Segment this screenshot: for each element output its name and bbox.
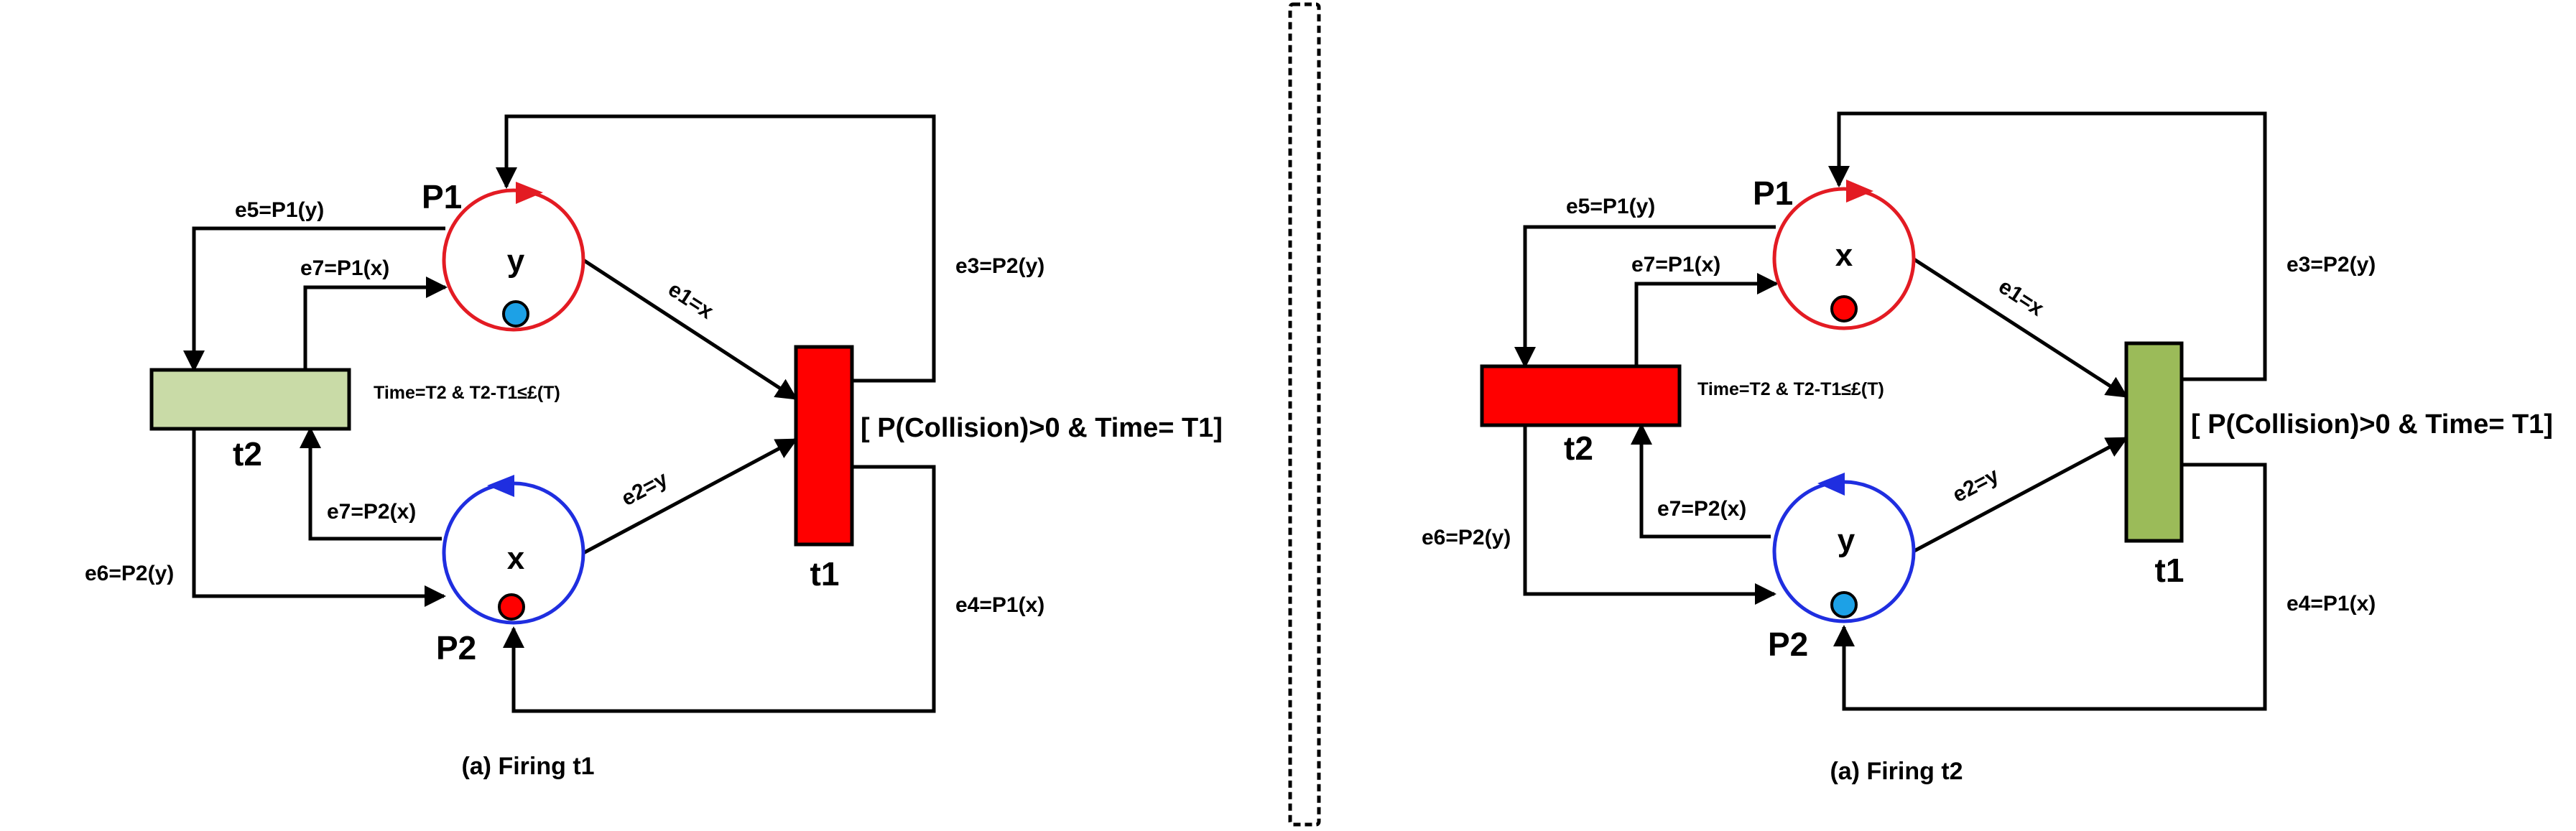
edge-label-e6: e6=P2(y)	[1422, 526, 1511, 549]
arc-e4	[503, 465, 936, 713]
arc-e6	[1523, 425, 1776, 605]
transition-t1	[2124, 341, 2184, 543]
edge-label-e4: e4=P1(x)	[2287, 592, 2376, 616]
transition-t1	[794, 345, 854, 547]
p1-token	[502, 300, 529, 328]
panel-caption: (a) Firing t1	[461, 753, 594, 780]
place-p1-name: P1	[1753, 175, 1793, 212]
panel-firing-t2: x P1 y P2 t2 Time=T2 & T2-T1≤£(T) t1 [ P…	[1422, 111, 2553, 785]
guard-t2: Time=T2 & T2-T1≤£(T)	[374, 383, 560, 403]
transition-t2	[1480, 364, 1682, 427]
arc-e2	[582, 437, 798, 555]
p2-direction-arrowhead	[1817, 473, 1845, 496]
edge-label-e2: e2=y	[1949, 463, 2003, 507]
place-p1-name: P1	[422, 178, 462, 215]
arc-e5	[183, 226, 445, 372]
transition-t2	[149, 368, 351, 431]
p2-token	[1830, 591, 1858, 618]
place-p2-var: y	[1838, 523, 1855, 558]
edge-label-e7-top: e7=P1(x)	[300, 256, 389, 280]
edge-label-e2: e2=y	[618, 467, 672, 511]
arc-e6	[192, 429, 446, 607]
edge-label-e1: e1=x	[1994, 274, 2048, 321]
panel-caption: (a) Firing t2	[1830, 758, 1963, 785]
place-p2-name: P2	[436, 629, 476, 667]
place-p2-var: x	[507, 541, 525, 576]
place-p1-var: y	[507, 243, 525, 279]
p2-direction-arrowhead	[487, 475, 514, 497]
guard-t1: [ P(Collision)>0 & Time= T1]	[861, 413, 1223, 443]
arc-e7-top	[1634, 273, 1779, 366]
edge-label-e6: e6=P2(y)	[85, 562, 174, 585]
place-p1	[442, 188, 585, 332]
arc-e7-top	[303, 277, 448, 370]
edge-label-e5: e5=P1(y)	[235, 198, 324, 222]
arc-e1	[582, 258, 798, 401]
place-p1-var: x	[1835, 238, 1853, 273]
arc-e3	[1828, 111, 2267, 381]
arc-e7-bottom	[300, 427, 442, 541]
edge-label-e7-bottom: e7=P2(x)	[327, 500, 416, 524]
transition-t2-name: t2	[1564, 430, 1593, 467]
guard-t1: [ P(Collision)>0 & Time= T1]	[2191, 409, 2553, 440]
edge-label-e5: e5=P1(y)	[1566, 195, 1655, 218]
edge-label-e3: e3=P2(y)	[955, 254, 1044, 278]
p1-direction-arrowhead	[1846, 180, 1873, 203]
place-p2-name: P2	[1768, 626, 1808, 663]
transition-t1-name: t1	[2155, 552, 2184, 589]
arc-e7-bottom	[1631, 423, 1771, 539]
edge-label-e3: e3=P2(y)	[2287, 253, 2376, 277]
edge-label-e7-bottom: e7=P2(x)	[1657, 497, 1746, 521]
p1-token	[1830, 295, 1858, 322]
arc-e4	[1833, 463, 2267, 711]
arc-e3	[496, 114, 936, 383]
edge-label-e7-top: e7=P1(x)	[1631, 253, 1720, 277]
p2-token	[498, 593, 525, 621]
arc-e2	[1912, 436, 2128, 554]
arc-e5	[1514, 225, 1776, 368]
edge-label-e4: e4=P1(x)	[955, 593, 1044, 617]
panel-divider	[1288, 2, 1321, 827]
transition-t1-name: t1	[810, 555, 840, 593]
p1-direction-arrowhead	[516, 182, 543, 204]
place-p1	[1772, 187, 1916, 330]
guard-t2: Time=T2 & T2-T1≤£(T)	[1697, 379, 1884, 399]
panel-firing-t1: y P1 x P2 t2 Time=T2 & T2-T1≤£(T) t1 [ P…	[85, 114, 1223, 780]
transition-t2-name: t2	[233, 435, 262, 473]
arc-e1	[1912, 256, 2128, 399]
